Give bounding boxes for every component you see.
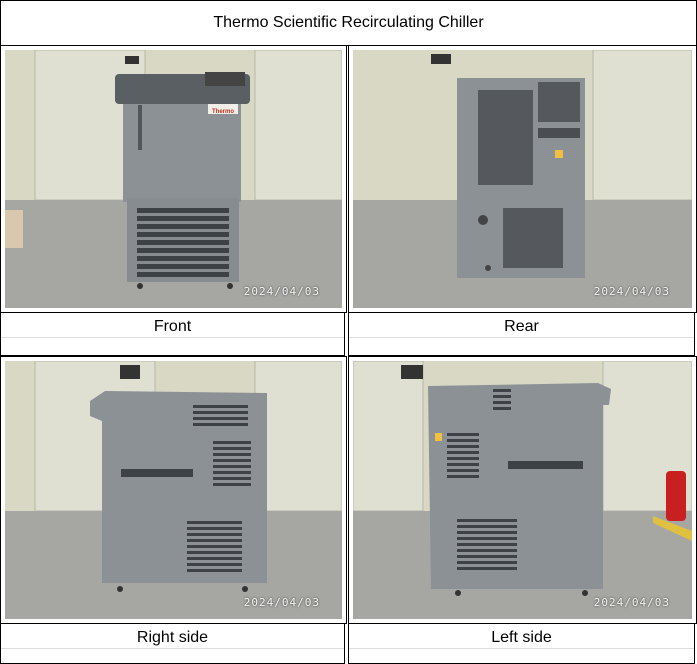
photo-cell-rear: 2024/04/03	[348, 45, 697, 313]
photo-cell-front: Thermo 2024/04/03	[0, 45, 347, 313]
photo-right-side: 2024/04/03	[5, 361, 342, 619]
document-title: Thermo Scientific Recirculating Chiller	[0, 0, 697, 46]
caption-front: Front	[0, 312, 345, 356]
date-stamp: 2024/04/03	[243, 596, 320, 609]
thermo-logo: Thermo	[212, 109, 235, 115]
date-stamp: 2024/04/03	[593, 596, 670, 609]
date-stamp: 2024/04/03	[593, 285, 670, 298]
caption-rear: Rear	[348, 312, 695, 356]
photo-cell-right-side: 2024/04/03	[0, 356, 347, 624]
photo-front: Thermo 2024/04/03	[5, 50, 342, 308]
photo-rear: 2024/04/03	[353, 50, 692, 308]
photo-cell-left-side: 2024/04/03	[348, 356, 697, 624]
caption-right-side: Right side	[0, 623, 345, 664]
caption-left-side: Left side	[348, 623, 695, 664]
photo-left-side: 2024/04/03	[353, 361, 692, 619]
date-stamp: 2024/04/03	[243, 285, 320, 298]
